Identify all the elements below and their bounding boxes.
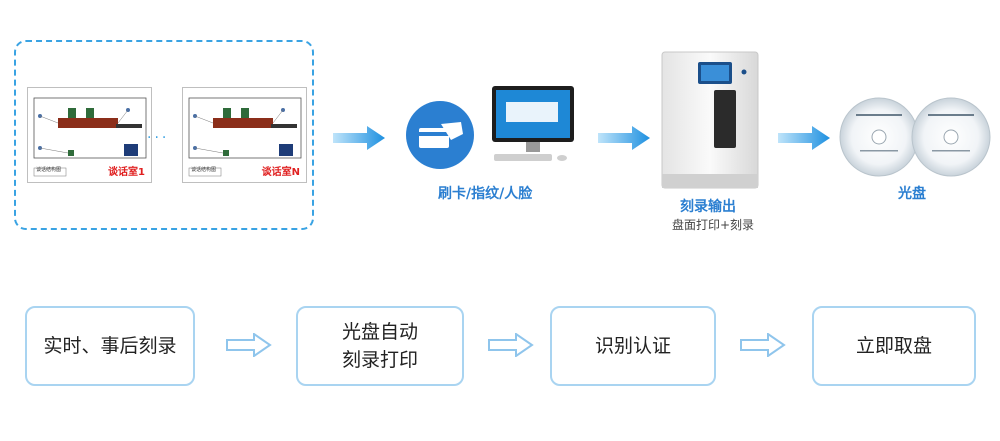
ellipsis: ··· <box>147 130 170 146</box>
step-auto-burn-line-1: 光盘自动 <box>341 321 418 343</box>
step-arrow-3 <box>740 333 786 357</box>
step-identify: 识别认证 <box>550 306 716 386</box>
step-auto-burn: 光盘自动 刻录打印 <box>296 306 464 386</box>
room-diagram-n: 谈话结构图 谈话室N <box>182 87 307 183</box>
step-arrow-1 <box>226 333 272 357</box>
interview-rooms-group <box>14 40 314 230</box>
step-recording-label: 实时、事后刻录 <box>43 335 177 357</box>
room-1-schematic <box>33 97 147 177</box>
room-diagram-1: 谈话结构图 谈话室1 <box>27 87 152 183</box>
flow-arrow-3 <box>778 126 830 150</box>
disc-caption: 光盘 <box>898 186 926 202</box>
flow-arrow-2 <box>598 126 650 150</box>
room-n-footer: 谈话结构图 <box>191 167 217 173</box>
step-auto-burn-line-2: 刻录打印 <box>341 349 418 371</box>
burner-caption: 刻录输出 <box>680 199 736 215</box>
optical-discs-icon <box>839 97 991 177</box>
room-1-label: 谈话室1 <box>108 167 145 178</box>
step-take-disc-label: 立即取盘 <box>855 335 932 357</box>
auth-caption: 刷卡/指纹/人脸 <box>438 186 533 202</box>
computer-icon <box>492 86 574 161</box>
room-n-schematic <box>188 97 302 177</box>
step-arrow-2 <box>488 333 534 357</box>
disc-burner-machine-icon <box>661 51 759 189</box>
burner-subcaption: 盘面打印+刻录 <box>672 218 755 232</box>
room-1-footer: 谈话结构图 <box>36 167 62 173</box>
step-recording: 实时、事后刻录 <box>25 306 195 386</box>
step-take-disc: 立即取盘 <box>812 306 976 386</box>
card-swipe-icon <box>406 101 474 169</box>
room-n-label: 谈话室N <box>261 167 300 178</box>
flow-arrow-1 <box>333 126 385 150</box>
step-identify-label: 识别认证 <box>594 335 671 357</box>
